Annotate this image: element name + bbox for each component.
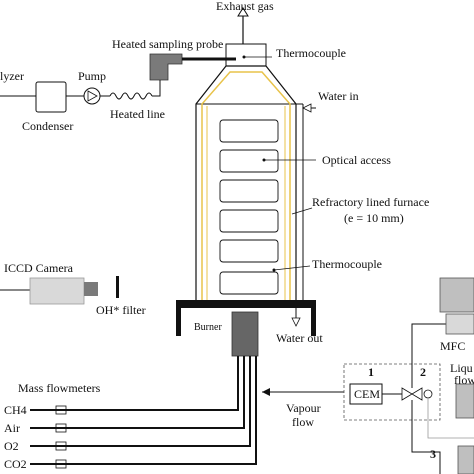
flow-sensor-icon — [423, 389, 433, 399]
gas-o2-label: O2 — [4, 439, 19, 453]
gas-line-o2 — [30, 356, 251, 447]
burner-body — [231, 311, 259, 357]
optical-window — [219, 239, 279, 263]
label-3: 3 — [430, 447, 436, 461]
burner-table-leg-left — [176, 300, 181, 336]
optical-window — [219, 119, 279, 143]
valve-icon — [411, 387, 423, 401]
burner-label: Burner — [194, 322, 222, 333]
heated-sampling-probe-label: Heated sampling probe — [112, 37, 223, 51]
iccd-camera-body — [29, 277, 85, 305]
water-out-label: Water out — [276, 331, 323, 345]
gas-line-ch4 — [30, 356, 239, 411]
vapour-label: Vapour — [286, 401, 321, 415]
pump-arrow-icon — [87, 90, 98, 102]
optical-window — [219, 209, 279, 233]
optical-window — [219, 271, 279, 295]
cem-label: CEM — [354, 387, 380, 401]
burner-table-leg-right — [311, 300, 316, 336]
mfc-line — [411, 323, 446, 388]
liquid-feed-line — [427, 398, 474, 439]
gas-air-label: Air — [4, 421, 20, 435]
analyzer-label: lyzer — [0, 69, 24, 83]
thermocouple-mid-label: Thermocouple — [312, 257, 382, 271]
camera-lens — [84, 282, 98, 296]
furnace-lining — [201, 71, 291, 300]
gas-ch4-label: CH4 — [4, 403, 27, 417]
flow-label: flow — [292, 415, 314, 429]
gas-line-air — [30, 356, 245, 429]
refractory-thickness-label: (e = 10 mm) — [344, 211, 404, 225]
oh-filter-label: OH* filter — [96, 303, 146, 317]
exhaust-arrowhead — [237, 7, 249, 17]
liquid-tank — [457, 445, 474, 474]
mfc-device — [445, 313, 474, 335]
label-1: 1 — [368, 365, 374, 379]
heated-line-coil — [109, 92, 153, 100]
valve-icon — [401, 387, 413, 401]
condenser-box — [35, 81, 67, 113]
mfc-controller — [439, 277, 474, 313]
cem-enclosure — [343, 363, 441, 421]
liquid-flow-device — [455, 383, 474, 419]
heated-line-link — [152, 80, 161, 97]
water-in-label: Water in — [318, 89, 359, 103]
liquid-flow-label-2: flow — [454, 373, 474, 387]
mfc-label: MFC — [440, 339, 465, 353]
gas-line-co2 — [30, 356, 257, 465]
mass-flowmeters-label: Mass flowmeters — [18, 381, 101, 395]
sampling-probe-body — [149, 53, 183, 81]
oh-filter — [116, 276, 119, 298]
burner-table-top — [176, 300, 316, 308]
pump-label: Pump — [78, 69, 106, 83]
water-out-arrowhead — [291, 317, 301, 327]
furnace-leader — [291, 207, 313, 215]
condenser-label: Condenser — [22, 119, 73, 133]
label-2: 2 — [420, 365, 426, 379]
thermocouple-top-label: Thermocouple — [276, 46, 346, 60]
optical-window — [219, 179, 279, 203]
liquid-flow-label: Liqu — [450, 361, 473, 375]
optical-access-label: Optical access — [322, 153, 391, 167]
gas-co2-label: CO2 — [4, 457, 27, 471]
liquid-line — [411, 400, 441, 474]
refractory-furnace-label: Refractory lined furnace — [312, 195, 429, 209]
thermocouple-mid-leader — [273, 265, 311, 271]
heated-line-label: Heated line — [110, 107, 165, 121]
vapour-flow-arrowhead — [262, 388, 270, 396]
iccd-camera-label: ICCD Camera — [4, 261, 74, 275]
chimney-box — [225, 43, 267, 67]
optical-window — [219, 149, 279, 173]
exhaust-gas-label: Exhaust gas — [216, 0, 274, 13]
water-in-arrowhead — [302, 103, 312, 113]
